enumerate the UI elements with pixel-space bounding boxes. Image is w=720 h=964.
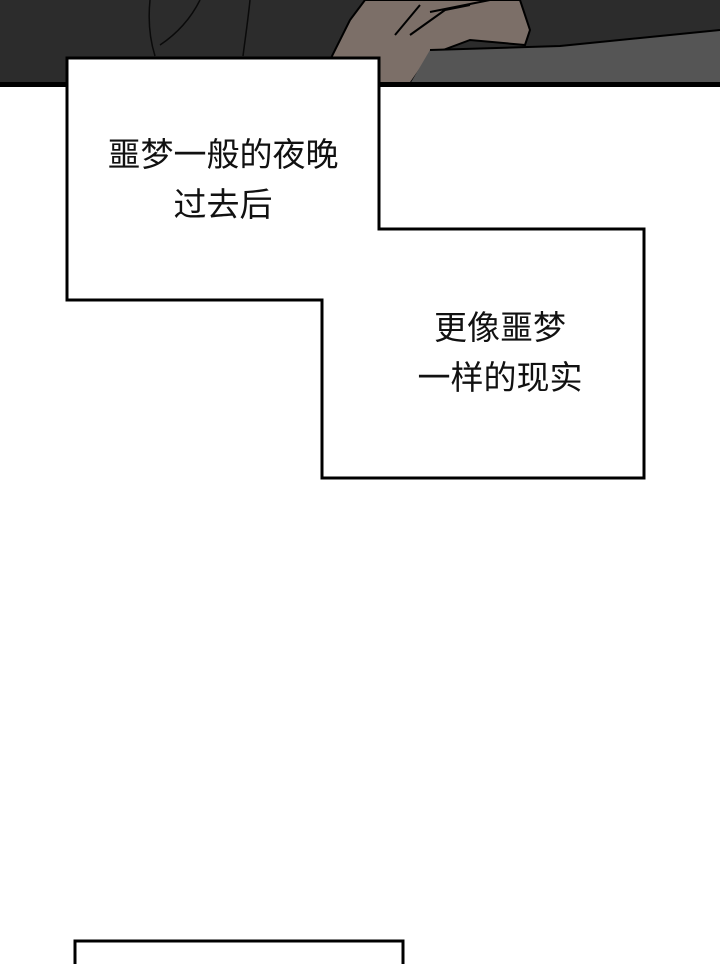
caption-1: 噩梦一般的夜晚 过去后 [67, 130, 379, 230]
caption-1-line-1: 噩梦一般的夜晚 [107, 135, 339, 174]
caption-2: 更像噩梦 一样的现实 [340, 303, 660, 403]
caption-box-outline [65, 56, 646, 480]
caption-2-line-1: 更像噩梦 [434, 308, 566, 347]
table-edge [429, 29, 720, 51]
clothing-lines [148, 0, 251, 57]
finger-lines [394, 0, 491, 36]
caption-2-line-2: 一样的现实 [417, 358, 583, 397]
next-caption-box [73, 939, 405, 964]
table-surface [410, 30, 720, 84]
caption-1-line-2: 过去后 [173, 185, 273, 224]
